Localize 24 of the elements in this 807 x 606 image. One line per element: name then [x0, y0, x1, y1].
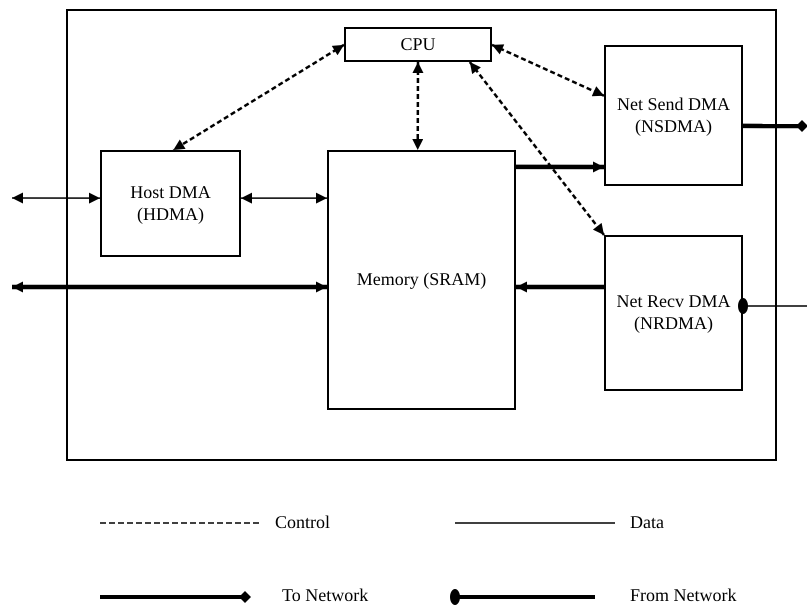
outer-box	[66, 9, 777, 461]
arrow	[516, 161, 604, 172]
process-box	[604, 45, 743, 186]
legend-label: To Network	[282, 585, 368, 606]
arrow	[12, 282, 327, 293]
legend-label: Control	[275, 512, 330, 533]
arrow	[412, 62, 424, 150]
node-label: CPU	[399, 34, 436, 56]
node-label: Net Send DMA (NSDMA)	[616, 94, 731, 138]
node-label: Host DMA (HDMA)	[129, 182, 212, 226]
arrow	[172, 44, 345, 152]
process-box	[327, 150, 516, 410]
legend-label: From Network	[630, 585, 736, 606]
arrow	[516, 282, 604, 292]
legend-label: Data	[630, 512, 664, 533]
arrow	[12, 192, 100, 204]
arrow	[468, 61, 605, 236]
process-box	[344, 27, 492, 62]
arrow	[491, 44, 605, 97]
process-box	[604, 235, 743, 391]
node-label: Memory (SRAM)	[356, 269, 488, 291]
node-label: Net Recv DMA (NRDMA)	[616, 291, 732, 335]
arrow	[241, 192, 327, 204]
process-box	[100, 150, 241, 257]
